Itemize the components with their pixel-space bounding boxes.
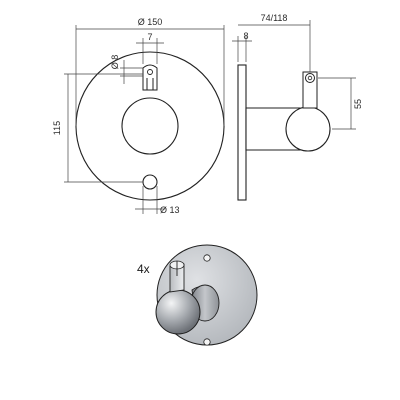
render-ball — [155, 289, 201, 335]
product-render: 4x — [137, 244, 258, 346]
label-hole-diameter: Ø 13 — [160, 205, 180, 215]
label-projection: 74/118 — [261, 13, 288, 23]
dim-projection — [238, 20, 311, 72]
pin-side — [302, 71, 318, 109]
label-plate-diameter: Ø 150 — [138, 17, 163, 27]
ball-side — [285, 106, 331, 152]
dim-hole-diameter — [135, 186, 165, 214]
dim-height-offset — [318, 77, 356, 130]
slotted-pin — [142, 64, 158, 91]
render-hole-bottom — [203, 338, 211, 346]
label-height-offset: 55 — [353, 99, 363, 109]
label-pin-diameter: Ø 8 — [110, 55, 120, 70]
dim-slot-width — [136, 38, 164, 64]
label-plate-thickness: 8 — [243, 31, 248, 41]
dim-plate-thickness — [232, 36, 252, 62]
render-hole-top — [203, 254, 211, 262]
dim-pin-diameter — [120, 60, 143, 84]
render-pin — [169, 260, 185, 293]
label-slot-width: 7 — [147, 32, 152, 42]
quantity-label: 4x — [137, 262, 150, 276]
dim-plate-diameter — [75, 25, 225, 126]
side-view: 8 74/118 55 — [232, 13, 363, 201]
dim-vertical-spacing — [64, 73, 143, 183]
mounting-hole — [142, 174, 158, 190]
plate-side — [237, 64, 247, 201]
label-vertical-spacing: 115 — [52, 121, 62, 135]
center-bore — [121, 97, 179, 155]
front-view: Ø 150 7 Ø 8 115 Ø 13 — [52, 17, 225, 215]
